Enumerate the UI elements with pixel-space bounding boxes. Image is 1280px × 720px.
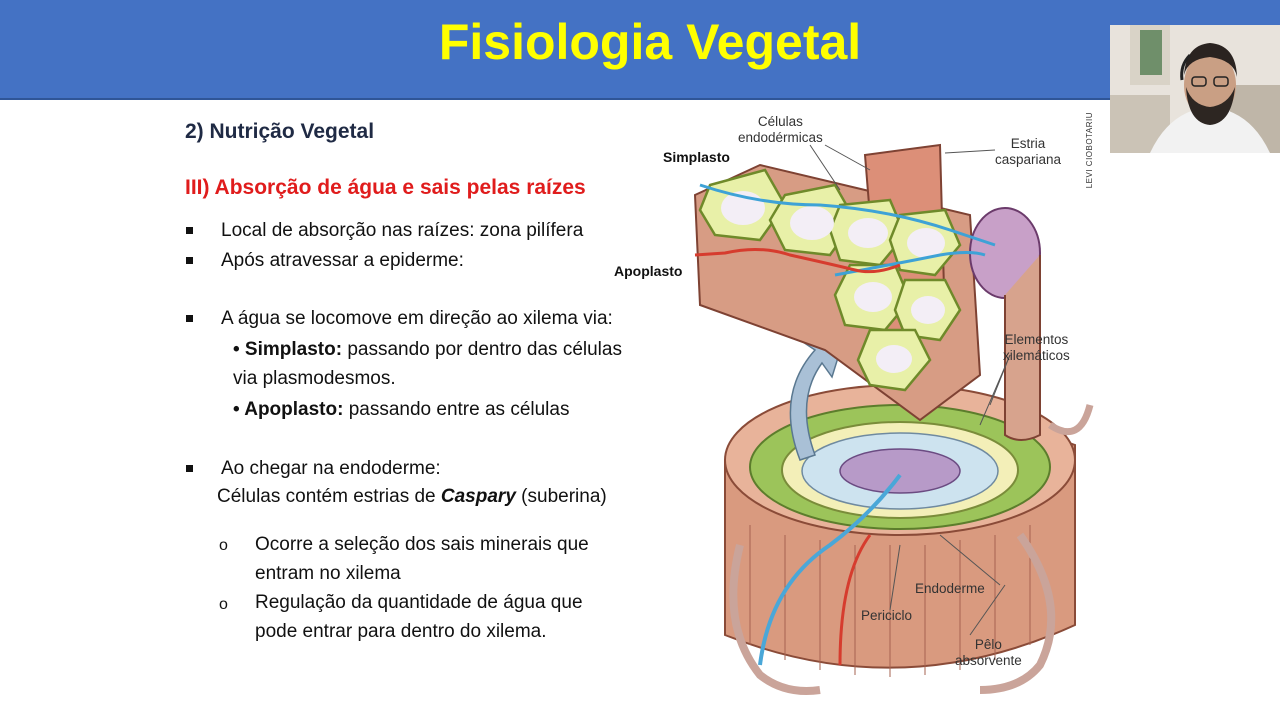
presenter-video-icon (1110, 25, 1280, 153)
bullet-marker (186, 257, 193, 264)
label-endoderme: Endoderme (915, 581, 985, 596)
circle-bullet-icon: o (219, 537, 228, 554)
slide-title: Fisiologia Vegetal (438, 14, 862, 70)
bullet-zona-pilifera: Local de absorção nas raízes: zona pilíf… (221, 220, 584, 241)
sub-item-regulacao: Regulação da quantidade de água que (255, 592, 583, 613)
bullet-marker (186, 227, 193, 234)
illustration-credit: LEVI CIOBOTARIU (1085, 112, 1094, 189)
bullet-endoderme: Ao chegar na endoderme: (221, 458, 441, 479)
circle-bullet-icon: o (219, 596, 228, 613)
term-apoplasto: • Apoplasto: (233, 399, 344, 420)
sub-item-selecao-cont: entram no xilema (255, 563, 401, 584)
bullet-marker (186, 315, 193, 322)
term-simplasto: • Simplasto: (233, 339, 343, 360)
caspary-pre: Células contém estrias de (217, 486, 441, 507)
section-heading: 2) Nutrição Vegetal (185, 120, 375, 143)
webcam-video (1110, 25, 1280, 153)
label-apoplasto: Apoplasto (614, 263, 683, 279)
caspary-line: Células contém estrias de Caspary (suber… (217, 486, 607, 508)
bullet-agua-locomove: A água se locomove em direção ao xilema … (221, 308, 613, 329)
simplasto-description: passando por dentro das células (342, 339, 622, 360)
simplasto-description-cont: via plasmodesmos. (233, 368, 396, 389)
subsection-heading: III) Absorção de água e sais pelas raíze… (185, 176, 586, 199)
root-section-illustration (693, 143, 1094, 695)
apoplasto-description: passando entre as células (343, 399, 570, 420)
bullet-marker (186, 465, 193, 472)
bullet-epiderme: Após atravessar a epiderme: (221, 250, 464, 271)
label-simplasto: Simplasto (663, 149, 730, 165)
sub-bullet-apoplasto: • Apoplasto: passando entre as células (233, 399, 569, 421)
caspary-post: (suberina) (515, 486, 607, 507)
slide-header (0, 0, 1280, 100)
label-periciclo: Periciclo (861, 608, 913, 623)
sub-item-regulacao-cont: pode entrar para dentro do xilema. (255, 621, 547, 642)
sub-item-selecao: Ocorre a seleção dos sais minerais que (255, 534, 589, 555)
term-caspary: Caspary (440, 486, 516, 507)
sub-bullet-simplasto: • Simplasto: passando por dentro das cél… (233, 339, 622, 361)
